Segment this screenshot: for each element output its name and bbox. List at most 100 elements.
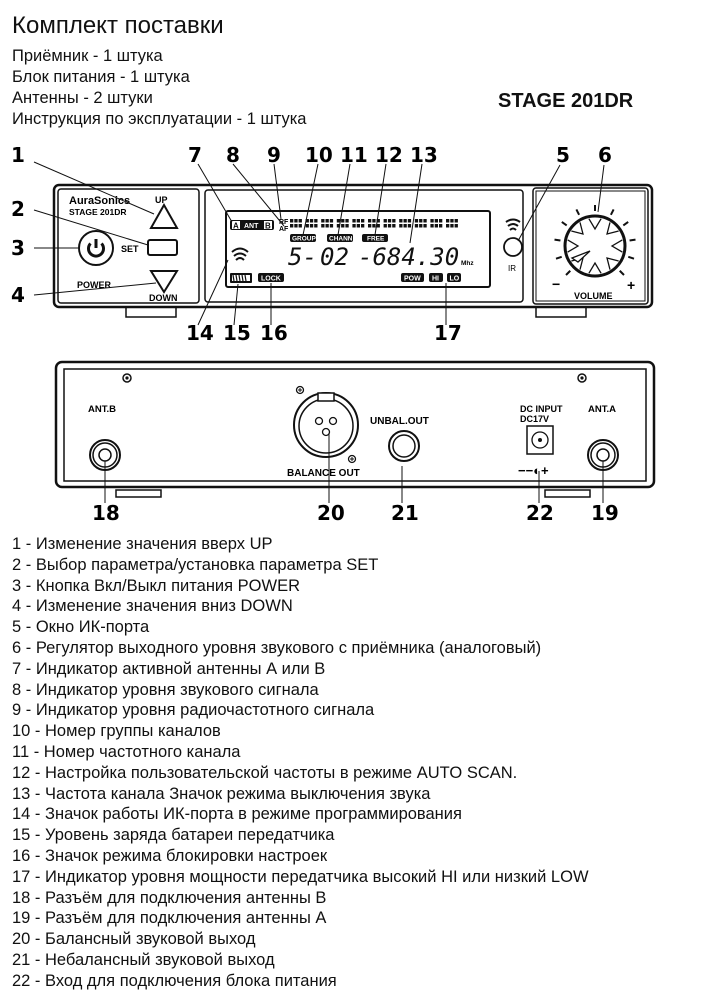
ir-window: [503, 237, 523, 257]
callout-12: 12: [375, 143, 403, 167]
ant-b-label: ANT.B: [88, 404, 116, 415]
af-label: AF: [279, 226, 289, 233]
screw-icon: [122, 373, 132, 383]
volume-tick: [575, 209, 581, 216]
callout-3: 3: [11, 236, 25, 260]
legend-item: 14 - Значок работы ИК-порта в режиме про…: [12, 805, 462, 824]
volume-tick: [627, 255, 635, 260]
meter-segment: [439, 219, 443, 223]
up-label: UP: [155, 195, 168, 205]
volume-tick: [622, 221, 629, 227]
meter-segment: [407, 224, 412, 228]
meter-segment: [446, 219, 450, 223]
legend-item: 9 - Индикатор уровня радиочастотного сиг…: [12, 701, 375, 720]
meter-segment: [325, 224, 329, 228]
knob-grip: [610, 239, 623, 253]
xlr-balance-out-connector[interactable]: [293, 385, 359, 464]
legend-item: 16 - Значок режима блокировки настроек: [12, 846, 328, 865]
callout-8: 8: [226, 143, 240, 167]
ant-a-label: ANT.A: [588, 404, 616, 415]
volume-tick: [619, 270, 625, 276]
legend-item: 4 - Изменение значения вниз DOWN: [12, 597, 293, 616]
meter-segment: [419, 224, 423, 228]
meter-segment: [430, 224, 434, 228]
knob-grip: [606, 222, 619, 235]
volume-minus: −: [552, 276, 560, 292]
meter-segment: [361, 219, 365, 223]
ir-label: IR: [508, 264, 516, 273]
meter-segment: [446, 224, 450, 228]
rf-af-level-meter: [290, 219, 458, 228]
legend-item: 13 - Частота канала Значок режима выключ…: [12, 784, 431, 803]
meter-segment: [376, 219, 380, 223]
ant-b-indicator: B: [265, 222, 271, 231]
ir-signal-icon: [505, 218, 521, 231]
down-button[interactable]: [149, 270, 179, 294]
battery-icon: [230, 273, 252, 283]
legend-item: 20 - Балансный звуковой выход: [12, 930, 256, 949]
callout-20: 20: [317, 501, 345, 525]
meter-segment: [341, 224, 345, 228]
down-label: DOWN: [149, 293, 178, 303]
meter-segment: [321, 219, 325, 223]
meter-segment: [368, 219, 372, 223]
front-panel: [52, 183, 654, 318]
power-button[interactable]: [78, 230, 114, 266]
lcd-display: [225, 210, 491, 288]
svg-text:FREE: FREE: [367, 236, 385, 243]
legend-item: 15 - Уровень заряда батареи передатчика: [12, 826, 335, 845]
volume-scale: [554, 205, 636, 276]
meter-segment: [356, 219, 360, 223]
callout-4: 4: [11, 283, 25, 307]
kit-item: Приёмник - 1 штука: [12, 47, 163, 65]
dc-input-label: DC INPUT: [520, 404, 563, 414]
knob-grip: [567, 239, 580, 253]
front-model-label: STAGE 201DR: [69, 207, 126, 217]
balance-out-label: BALANCE OUT: [287, 468, 360, 479]
dc-voltage-label: DC17V: [520, 414, 549, 424]
meter-segment: [290, 219, 294, 223]
legend-item: 2 - Выбор параметра/установка параметра …: [12, 555, 379, 574]
callout-2: 2: [11, 197, 25, 221]
ant-b-connector[interactable]: [89, 439, 121, 471]
up-button[interactable]: [149, 202, 179, 229]
meter-segment: [423, 219, 427, 223]
meter-segment: [414, 224, 419, 228]
meter-segment: [414, 219, 419, 223]
callout-22: 22: [526, 501, 554, 525]
legend-item: 17 - Индикатор уровня мощности передатчи…: [12, 867, 589, 886]
meter-segment: [341, 219, 345, 223]
knob-grip: [606, 257, 619, 270]
rear-panel: [54, 360, 656, 498]
rf-label: RF: [279, 219, 289, 226]
kit-item: Инструкция по эксплуатации - 1 штука: [12, 110, 307, 128]
volume-tick: [629, 238, 636, 242]
meter-segment: [361, 224, 365, 228]
meter-segment: [352, 224, 356, 228]
front-leader-lines: [33, 161, 605, 326]
meter-segment: [434, 219, 438, 223]
dc-input-jack[interactable]: [526, 425, 554, 455]
meter-segment: [434, 224, 438, 228]
lock-tag: LOCK: [258, 273, 284, 283]
meter-segment: [383, 224, 387, 228]
meter-segment: [294, 224, 298, 228]
volume-tick: [561, 221, 568, 227]
meter-segment: [454, 224, 458, 228]
frequency-value: -684.30: [358, 243, 459, 271]
legend-item: 10 - Номер группы каналов: [12, 722, 221, 741]
meter-segment: [450, 219, 454, 223]
power-icon: [87, 242, 105, 258]
device-diagram: AuraSonics STAGE 201DR UP SET POWER DOWN…: [11, 143, 656, 525]
set-button[interactable]: [147, 239, 178, 256]
meter-segment: [372, 219, 376, 223]
meter-segment: [387, 224, 392, 228]
dc-polarity-symbol: −−◐+: [518, 463, 549, 478]
volume-knob[interactable]: [563, 214, 627, 278]
meter-segment: [309, 224, 314, 228]
meter-segment: [314, 219, 318, 223]
unbal-out-jack[interactable]: [388, 430, 420, 462]
legend-item: 8 - Индикатор уровня звукового сигнала: [12, 680, 319, 699]
volume-tick: [554, 238, 561, 242]
meter-segment: [372, 224, 376, 228]
